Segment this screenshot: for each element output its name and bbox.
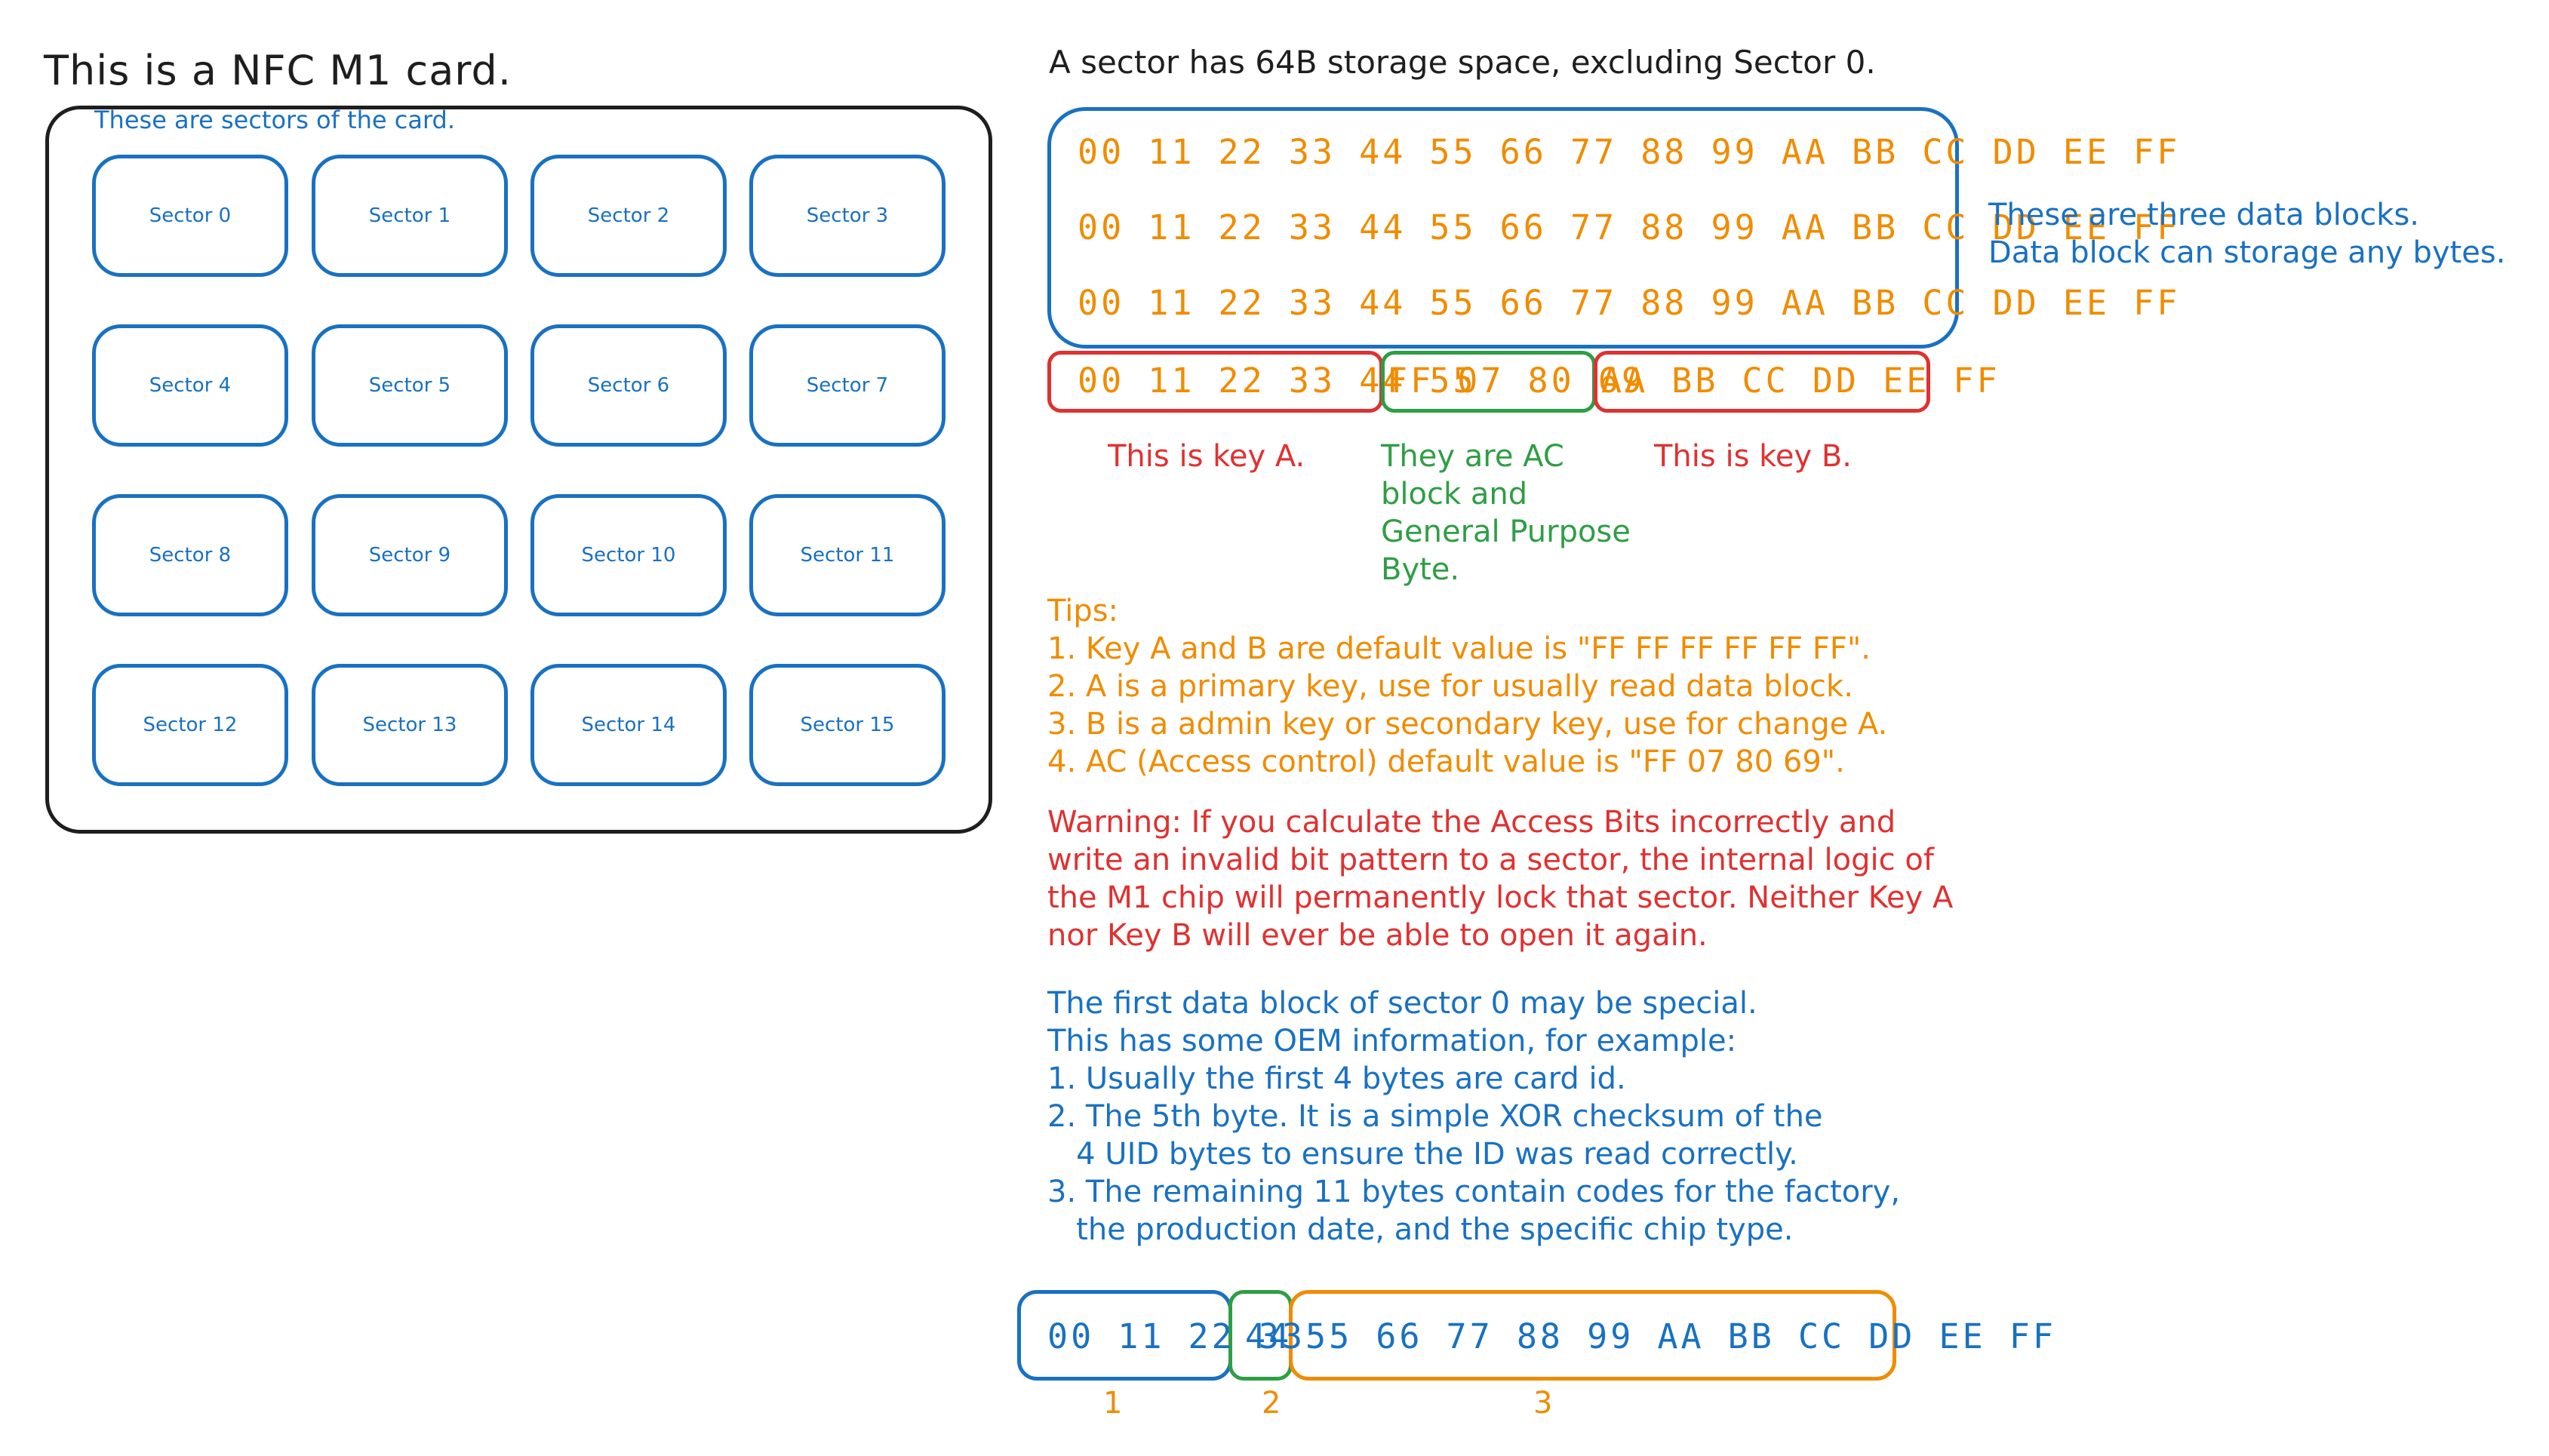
block0-label-1: 1 [1103, 1386, 1123, 1421]
sector-box: Sector 9 [312, 494, 508, 616]
block0-part1: 00 11 22 33 [1047, 1316, 1306, 1356]
sector-box: Sector 2 [530, 155, 727, 277]
sector-box: Sector 1 [312, 155, 508, 277]
data-blocks-note-2: Data block can storage any bytes. [1988, 235, 2506, 270]
tip-item: 1. Key A and B are default value is "FF … [1047, 631, 1871, 666]
card-outline [45, 106, 992, 834]
data-block-2: 00 11 22 33 44 55 66 77 88 99 AA BB CC D… [1078, 207, 2181, 247]
data-blocks-box [1047, 107, 1959, 349]
ac-label-line: They are AC [1381, 439, 1564, 474]
data-blocks-note-1: These are three data blocks. [1988, 198, 2419, 232]
sector-box: Sector 10 [530, 494, 727, 616]
block0-part3-box [1289, 1290, 1896, 1381]
warning-line: the M1 chip will permanently lock that s… [1047, 880, 1954, 915]
sector-heading: A sector has 64B storage space, excludin… [1049, 44, 1876, 81]
trailer-key-a: 00 11 22 33 44 55 [1078, 361, 1477, 401]
ac-label-line: block and [1381, 477, 1528, 511]
sector-box: Sector 13 [312, 664, 508, 786]
block0-part2: 44 [1245, 1316, 1293, 1356]
block0-label-3: 3 [1533, 1386, 1553, 1421]
sector-box: Sector 0 [92, 155, 288, 277]
trailer-key-b: AA BB CC DD EE FF [1601, 361, 2000, 401]
sectors-caption: These are sectors of the card. [94, 106, 456, 134]
oem-line: 1. Usually the first 4 bytes are card id… [1047, 1061, 1626, 1096]
key-b-label: This is key B. [1654, 439, 1853, 474]
tip-item: 3. B is a admin key or secondary key, us… [1047, 707, 1888, 742]
warning-line: nor Key B will ever be able to open it a… [1047, 918, 1708, 953]
key-a-label: This is key A. [1108, 439, 1305, 474]
data-block-1: 00 11 22 33 44 55 66 77 88 99 AA BB CC D… [1078, 132, 2181, 172]
warning: Warning: If you calculate the Access Bit… [1047, 803, 1953, 954]
oem-line: 2. The 5th byte. It is a simple XOR chec… [1047, 1099, 1823, 1134]
key-b-box [1594, 351, 1930, 413]
oem-line: 4 UID bytes to ensure the ID was read co… [1047, 1137, 1798, 1172]
warning-line: write an invalid bit pattern to a sector… [1047, 843, 1934, 877]
ac-label-line: Byte. [1381, 552, 1460, 587]
tips: Tips: 1. Key A and B are default value i… [1047, 592, 1887, 781]
oem-info: The first data block of sector 0 may be … [1047, 984, 1900, 1249]
sector-box: Sector 5 [312, 324, 508, 447]
sector-box: Sector 11 [749, 494, 945, 616]
card-title: This is a NFC M1 card. [44, 47, 512, 94]
block0-part3: 55 66 77 88 99 AA BB CC DD EE FF [1305, 1316, 2056, 1356]
tip-item: 2. A is a primary key, use for usually r… [1047, 669, 1853, 704]
sector-box: Sector 7 [749, 324, 945, 447]
sector-box: Sector 8 [92, 494, 288, 616]
ac-label: They are AC block and General Purpose By… [1381, 438, 1631, 588]
sector-box: Sector 15 [749, 664, 945, 786]
oem-line: 3. The remaining 11 bytes contain codes … [1047, 1175, 1901, 1209]
block0-label-2: 2 [1262, 1386, 1281, 1421]
oem-line: This has some OEM information, for examp… [1047, 1024, 1737, 1058]
warning-line: Warning: If you calculate the Access Bit… [1047, 805, 1896, 840]
sector-box: Sector 14 [530, 664, 727, 786]
data-block-3: 00 11 22 33 44 55 66 77 88 99 AA BB CC D… [1078, 283, 2181, 323]
tip-item: 4. AC (Access control) default value is … [1047, 745, 1845, 779]
oem-line: The first data block of sector 0 may be … [1047, 986, 1757, 1021]
sector-box: Sector 4 [92, 324, 288, 447]
trailer-ac: FF 07 80 69 [1387, 361, 1646, 401]
tips-heading: Tips: [1047, 594, 1119, 628]
sector-box: Sector 12 [92, 664, 288, 786]
ac-label-line: General Purpose [1381, 515, 1631, 549]
sector-box: Sector 6 [530, 324, 727, 447]
sector-box: Sector 3 [749, 155, 945, 277]
oem-line: the production date, and the specific ch… [1047, 1212, 1794, 1247]
